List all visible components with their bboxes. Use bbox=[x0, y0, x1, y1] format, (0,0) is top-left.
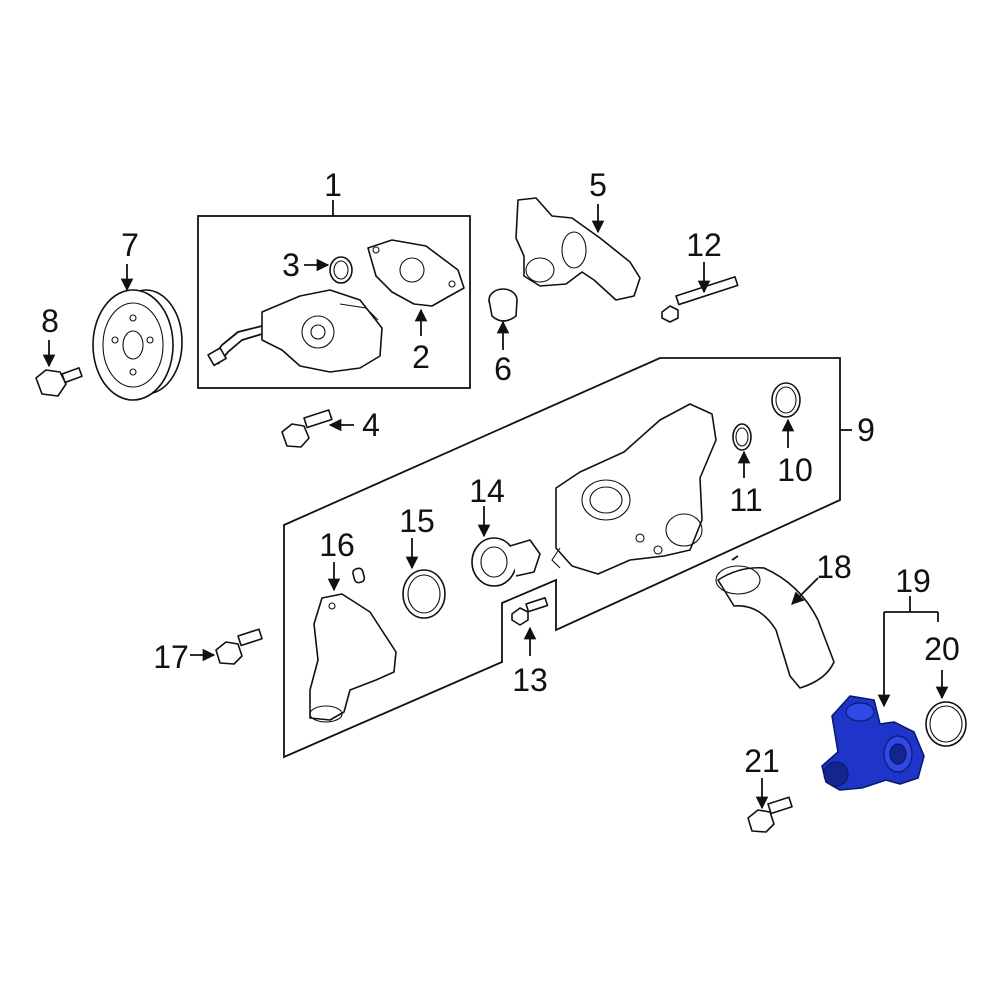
bolt-part-4 bbox=[281, 409, 333, 448]
callout-14: 14 bbox=[469, 473, 505, 509]
callout-7: 7 bbox=[121, 227, 139, 263]
assembly-1-box bbox=[197, 200, 471, 389]
callout-19: 19 bbox=[895, 563, 931, 599]
leader-lines bbox=[42, 204, 949, 810]
bolt-part-8 bbox=[35, 367, 83, 397]
callout-16: 16 bbox=[319, 527, 355, 563]
bolt-part-13 bbox=[511, 597, 549, 626]
callout-5: 5 bbox=[589, 167, 607, 203]
callout-9: 9 bbox=[857, 412, 875, 448]
callout-3: 3 bbox=[282, 247, 300, 283]
pump-assembly-part-19-highlighted bbox=[821, 695, 925, 791]
seal-part-10 bbox=[771, 382, 801, 418]
callout-4: 4 bbox=[362, 407, 380, 443]
callout-6: 6 bbox=[494, 351, 512, 387]
housing-part-9 bbox=[551, 403, 717, 575]
bolt-part-12 bbox=[661, 276, 739, 323]
callout-10: 10 bbox=[777, 452, 813, 488]
callout-15: 15 bbox=[399, 503, 435, 539]
callout-18: 18 bbox=[816, 549, 852, 585]
sleeve-part-6 bbox=[488, 288, 518, 322]
gasket-part-2 bbox=[367, 239, 465, 307]
callout-1: 1 bbox=[324, 167, 342, 203]
hose-part-18 bbox=[715, 555, 835, 689]
callout-17: 17 bbox=[153, 639, 189, 675]
seal-part-20 bbox=[925, 701, 967, 747]
assembly-9-panel bbox=[283, 357, 852, 759]
callout-20: 20 bbox=[924, 631, 960, 667]
bolt-part-17 bbox=[215, 628, 263, 665]
seal-part-3 bbox=[329, 256, 353, 284]
callout-21: 21 bbox=[744, 743, 780, 779]
water-pump-part-1 bbox=[207, 289, 383, 373]
callout-2: 2 bbox=[412, 339, 430, 375]
outlet-part-5 bbox=[515, 197, 641, 301]
seal-part-11 bbox=[732, 423, 752, 451]
thermostat-part-14 bbox=[471, 537, 541, 587]
callout-8: 8 bbox=[41, 303, 59, 339]
housing-part-16 bbox=[309, 567, 397, 723]
pulley-part-7 bbox=[92, 289, 183, 401]
callout-11: 11 bbox=[729, 482, 762, 518]
callout-13: 13 bbox=[512, 662, 548, 698]
seal-part-15 bbox=[402, 569, 446, 619]
callout-12: 12 bbox=[686, 227, 722, 263]
bolt-part-21 bbox=[747, 796, 793, 833]
